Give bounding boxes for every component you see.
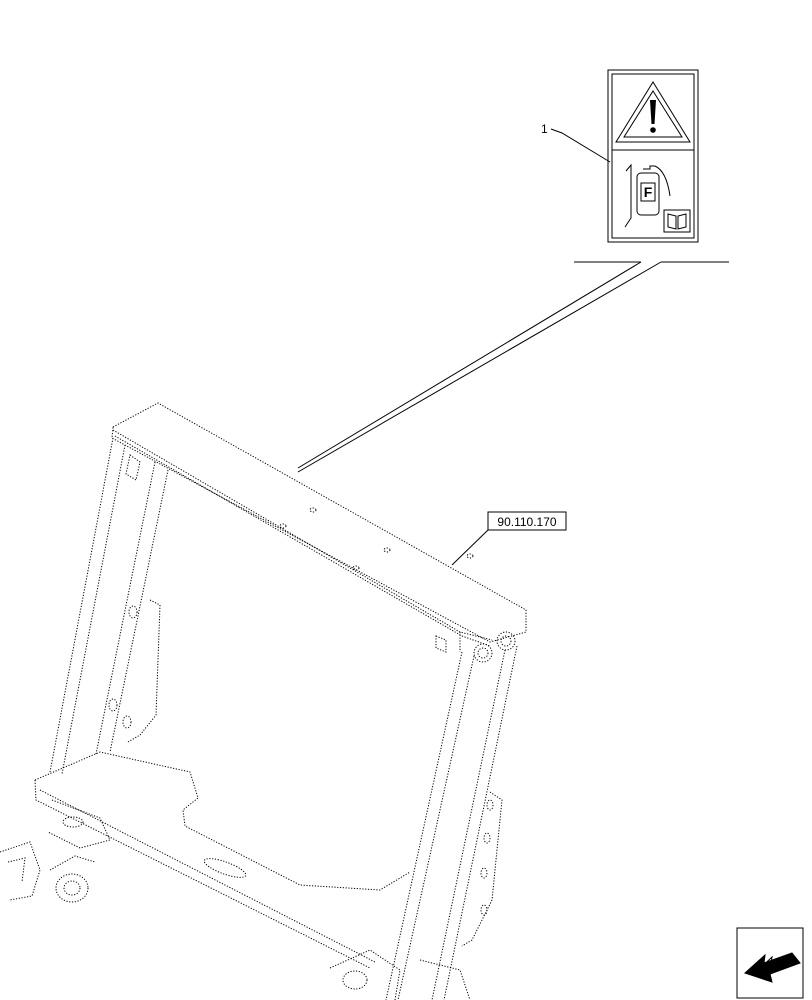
rops-frame [0, 402, 527, 1000]
item-1-leader: 1 [541, 122, 611, 163]
adjustment-knobs [473, 631, 516, 663]
open-book-icon [663, 209, 691, 233]
item-number-label: 1 [541, 122, 548, 136]
reference-code-label: 90.110.170 [497, 515, 556, 529]
safety-decal: F [607, 69, 699, 243]
location-pointer [297, 261, 729, 473]
mounting-holes [279, 507, 474, 571]
extinguisher-class-letter: F [644, 184, 653, 200]
reference-callout: 90.110.170 [451, 511, 567, 566]
arrow-next-icon[interactable] [736, 927, 804, 999]
warning-triangle-icon [615, 81, 691, 143]
fire-extinguisher-icon: F [624, 163, 671, 228]
